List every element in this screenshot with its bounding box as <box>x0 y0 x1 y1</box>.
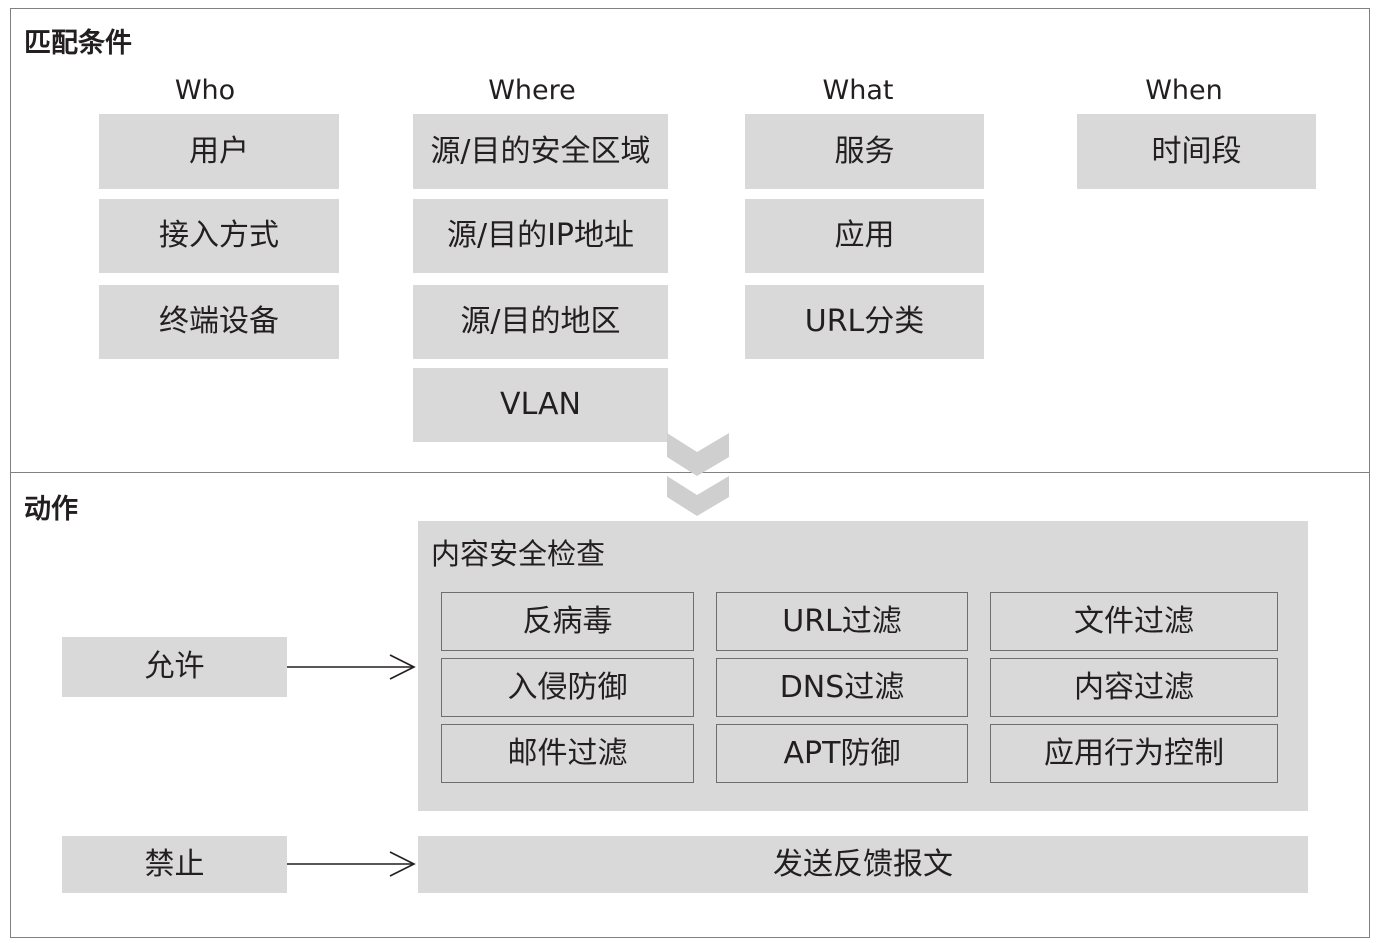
inspection-cell-antivirus: 反病毒 <box>441 592 694 651</box>
inspection-cell-mail-filter: 邮件过滤 <box>441 724 694 783</box>
condition-box-ip-address: 源/目的IP地址 <box>413 199 668 273</box>
condition-box-time-range: 时间段 <box>1077 114 1316 189</box>
column-header-where: Where <box>488 75 576 106</box>
match-section-title: 匹配条件 <box>24 28 132 59</box>
allow-arrow-icon <box>287 654 416 680</box>
column-header-what: What <box>822 75 894 106</box>
feedback-message-box: 发送反馈报文 <box>418 836 1308 893</box>
content-inspection-title: 内容安全检查 <box>431 537 606 571</box>
deny-arrow-icon <box>287 851 416 877</box>
inspection-cell-app-behavior-control: 应用行为控制 <box>990 724 1278 783</box>
condition-box-terminal-device: 终端设备 <box>99 285 339 359</box>
action-section-title: 动作 <box>24 494 78 525</box>
condition-box-application: 应用 <box>745 199 984 273</box>
condition-box-url-category: URL分类 <box>745 285 984 359</box>
diagram-frame <box>10 8 1370 938</box>
condition-box-service: 服务 <box>745 114 984 189</box>
inspection-cell-intrusion-prevention: 入侵防御 <box>441 658 694 717</box>
inspection-cell-dns-filter: DNS过滤 <box>716 658 968 717</box>
condition-box-vlan: VLAN <box>413 368 668 442</box>
condition-box-region: 源/目的地区 <box>413 285 668 359</box>
condition-box-access-method: 接入方式 <box>99 199 339 273</box>
condition-box-user: 用户 <box>99 114 339 189</box>
column-header-who: Who <box>174 75 236 106</box>
column-header-when: When <box>1145 75 1223 106</box>
inspection-cell-file-filter: 文件过滤 <box>990 592 1278 651</box>
inspection-cell-url-filter: URL过滤 <box>716 592 968 651</box>
flow-chevron-icon <box>667 433 729 516</box>
condition-box-security-zone: 源/目的安全区域 <box>413 114 668 189</box>
inspection-cell-content-filter: 内容过滤 <box>990 658 1278 717</box>
section-divider <box>10 472 1370 473</box>
inspection-cell-apt-defense: APT防御 <box>716 724 968 783</box>
action-allow-box: 允许 <box>62 637 287 697</box>
action-deny-box: 禁止 <box>62 836 287 893</box>
